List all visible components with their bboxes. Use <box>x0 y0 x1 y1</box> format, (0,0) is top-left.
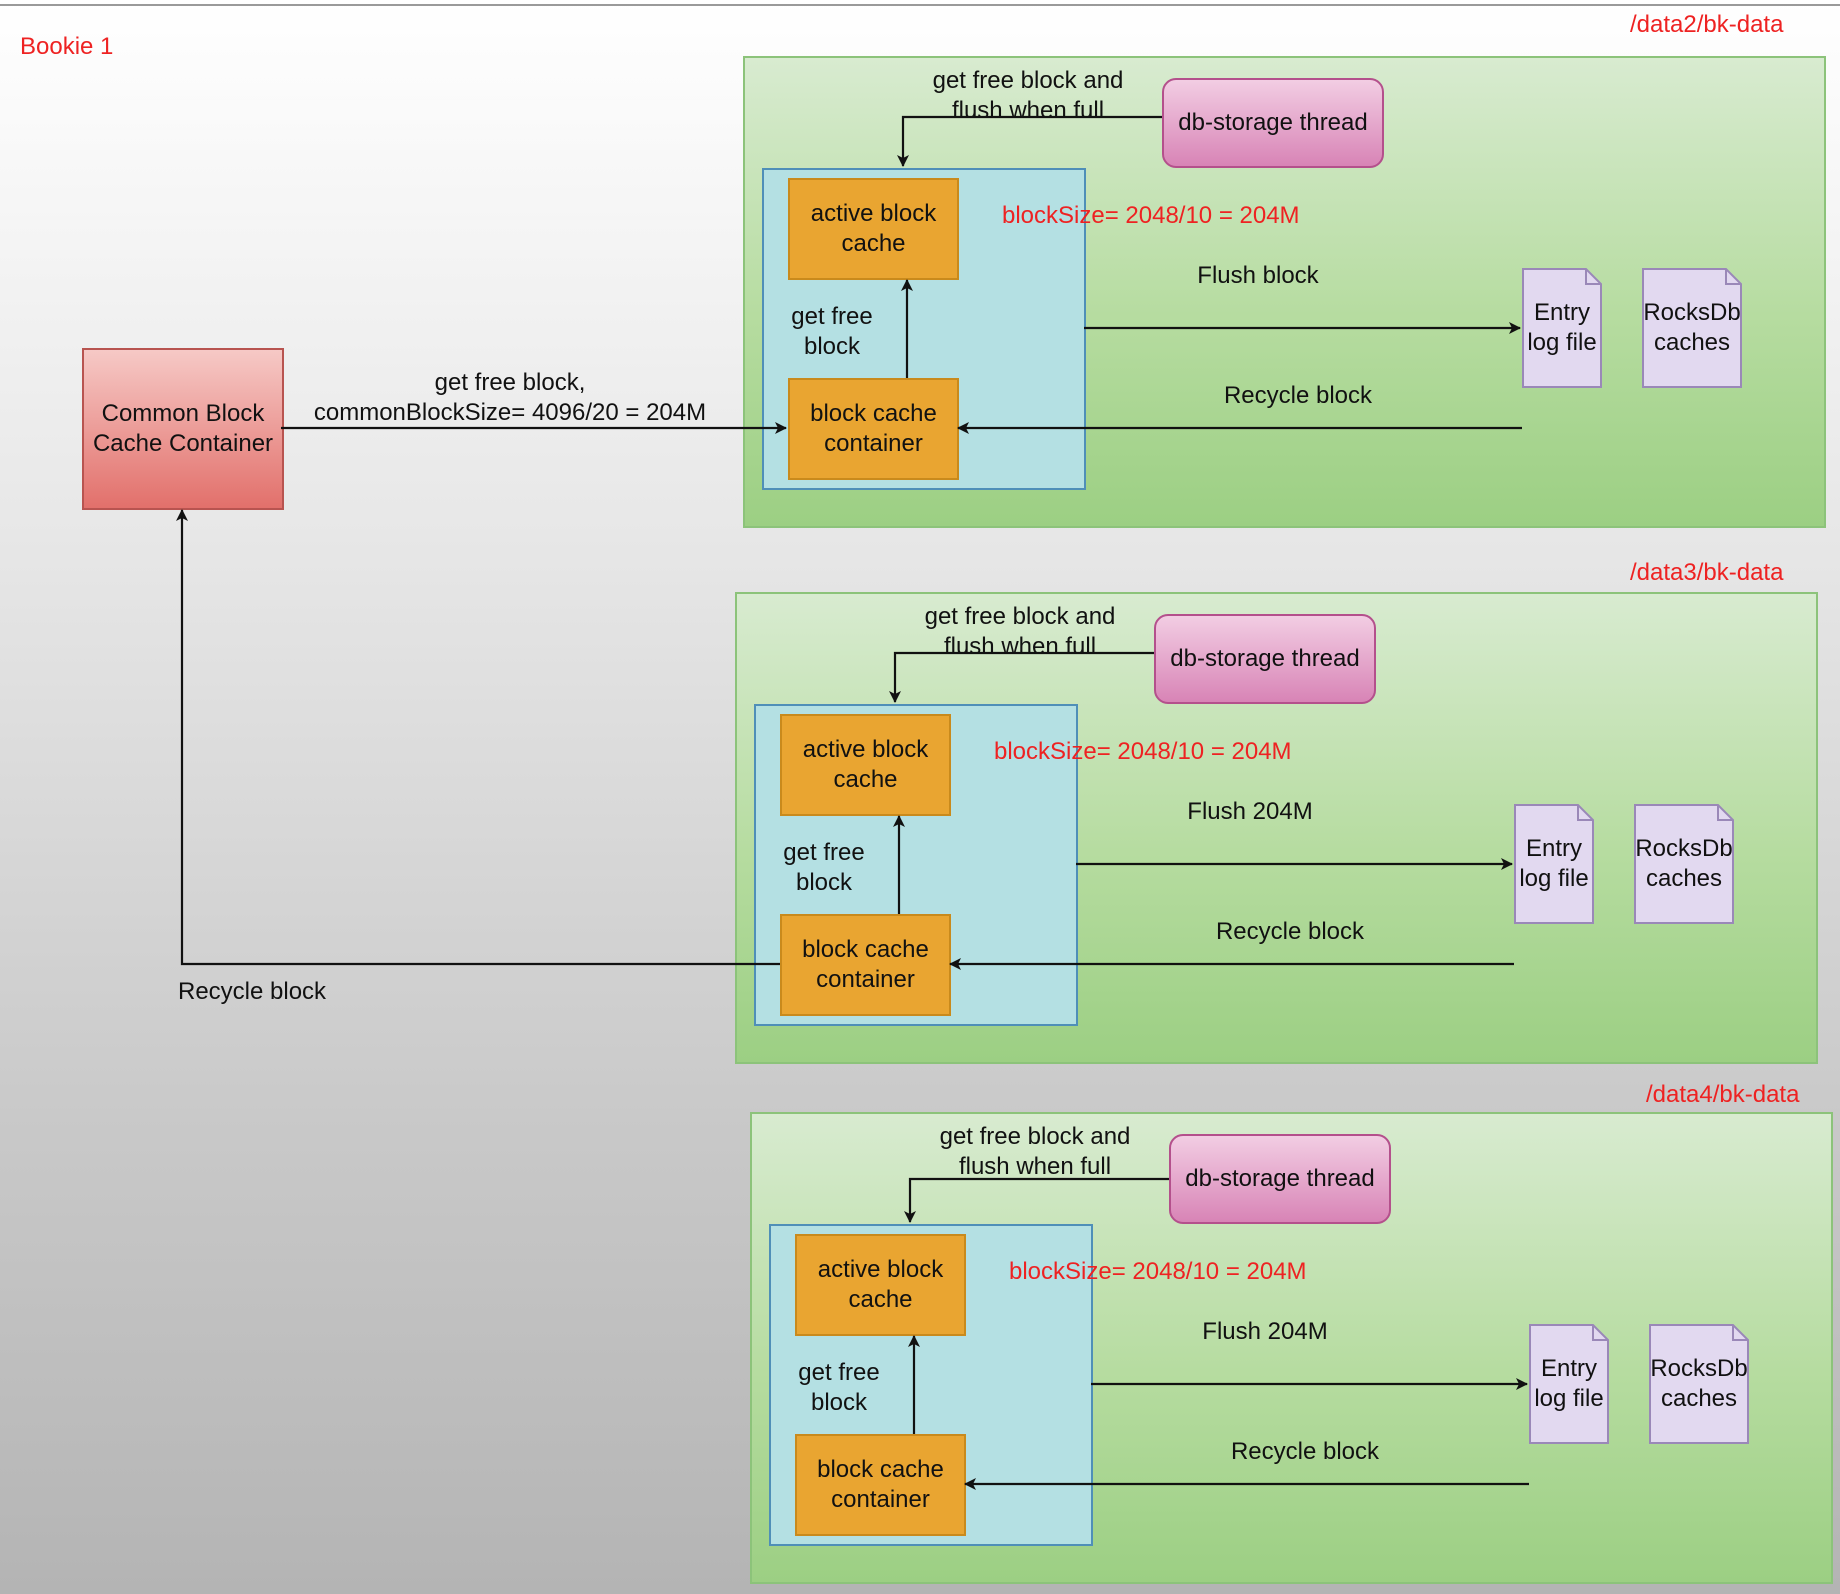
block-size-label: blockSize= 2048/10 = 204M <box>1009 1258 1307 1285</box>
block-size-label: blockSize= 2048/10 = 204M <box>1002 202 1300 229</box>
db-storage-thread: db-storage thread <box>1162 78 1384 168</box>
thread-arrow-label: get free block and flush when full <box>932 67 1124 124</box>
block-cache-container: block cache container <box>780 914 951 1016</box>
db-storage-thread: db-storage thread <box>1169 1134 1391 1224</box>
rocksdb-caches-label: RocksDb caches <box>1643 299 1741 356</box>
db-storage-thread: db-storage thread <box>1154 614 1376 704</box>
entry-log-file-label: Entry log file <box>1519 835 1589 892</box>
active-block-cache: active block cache <box>780 714 951 816</box>
flush-label: Flush 204M <box>1187 798 1313 825</box>
get-free-block-label: get free block <box>791 303 873 360</box>
block-cache-container: block cache container <box>788 378 959 480</box>
recycle-label: Recycle block <box>1215 918 1365 945</box>
block-cache-container: block cache container <box>795 1434 966 1536</box>
block-size-label: blockSize= 2048/10 = 204M <box>994 738 1292 765</box>
panel-path-label: /data2/bk-data <box>1630 11 1784 38</box>
panel-path-label: /data3/bk-data <box>1630 559 1784 586</box>
common-recycle-arrow <box>176 509 780 966</box>
rocksdb-caches-icon: RocksDb caches <box>1634 804 1734 924</box>
common-arrow-label: get free block, commonBlockSize= 4096/20… <box>313 369 707 426</box>
entry-log-file-label: Entry log file <box>1527 299 1597 356</box>
common-block-cache-container: Common Block Cache Container <box>82 348 284 510</box>
entry-log-file-label: Entry log file <box>1534 1355 1604 1412</box>
rocksdb-caches-icon: RocksDb caches <box>1642 268 1742 388</box>
panel-path-label: /data4/bk-data <box>1646 1081 1800 1108</box>
flush-label: Flush block <box>1197 262 1319 289</box>
thread-arrow-label: get free block and flush when full <box>939 1123 1131 1180</box>
common-recycle-label: Recycle block <box>178 978 327 1005</box>
recycle-label: Recycle block <box>1223 382 1373 409</box>
active-block-cache: active block cache <box>795 1234 966 1336</box>
thread-arrow-label: get free block and flush when full <box>924 603 1116 660</box>
rocksdb-caches-label: RocksDb caches <box>1635 835 1733 892</box>
rocksdb-caches-icon: RocksDb caches <box>1649 1324 1749 1444</box>
top-divider <box>0 4 1840 6</box>
rocksdb-caches-label: RocksDb caches <box>1650 1355 1748 1412</box>
active-block-cache: active block cache <box>788 178 959 280</box>
recycle-label: Recycle block <box>1230 1438 1380 1465</box>
get-free-block-label: get free block <box>783 839 865 896</box>
flush-label: Flush 204M <box>1202 1318 1328 1345</box>
entry-log-file-icon: Entry log file <box>1522 268 1602 388</box>
get-free-block-label: get free block <box>798 1359 880 1416</box>
bookie-label: Bookie 1 <box>20 33 114 60</box>
entry-log-file-icon: Entry log file <box>1514 804 1594 924</box>
entry-log-file-icon: Entry log file <box>1529 1324 1609 1444</box>
